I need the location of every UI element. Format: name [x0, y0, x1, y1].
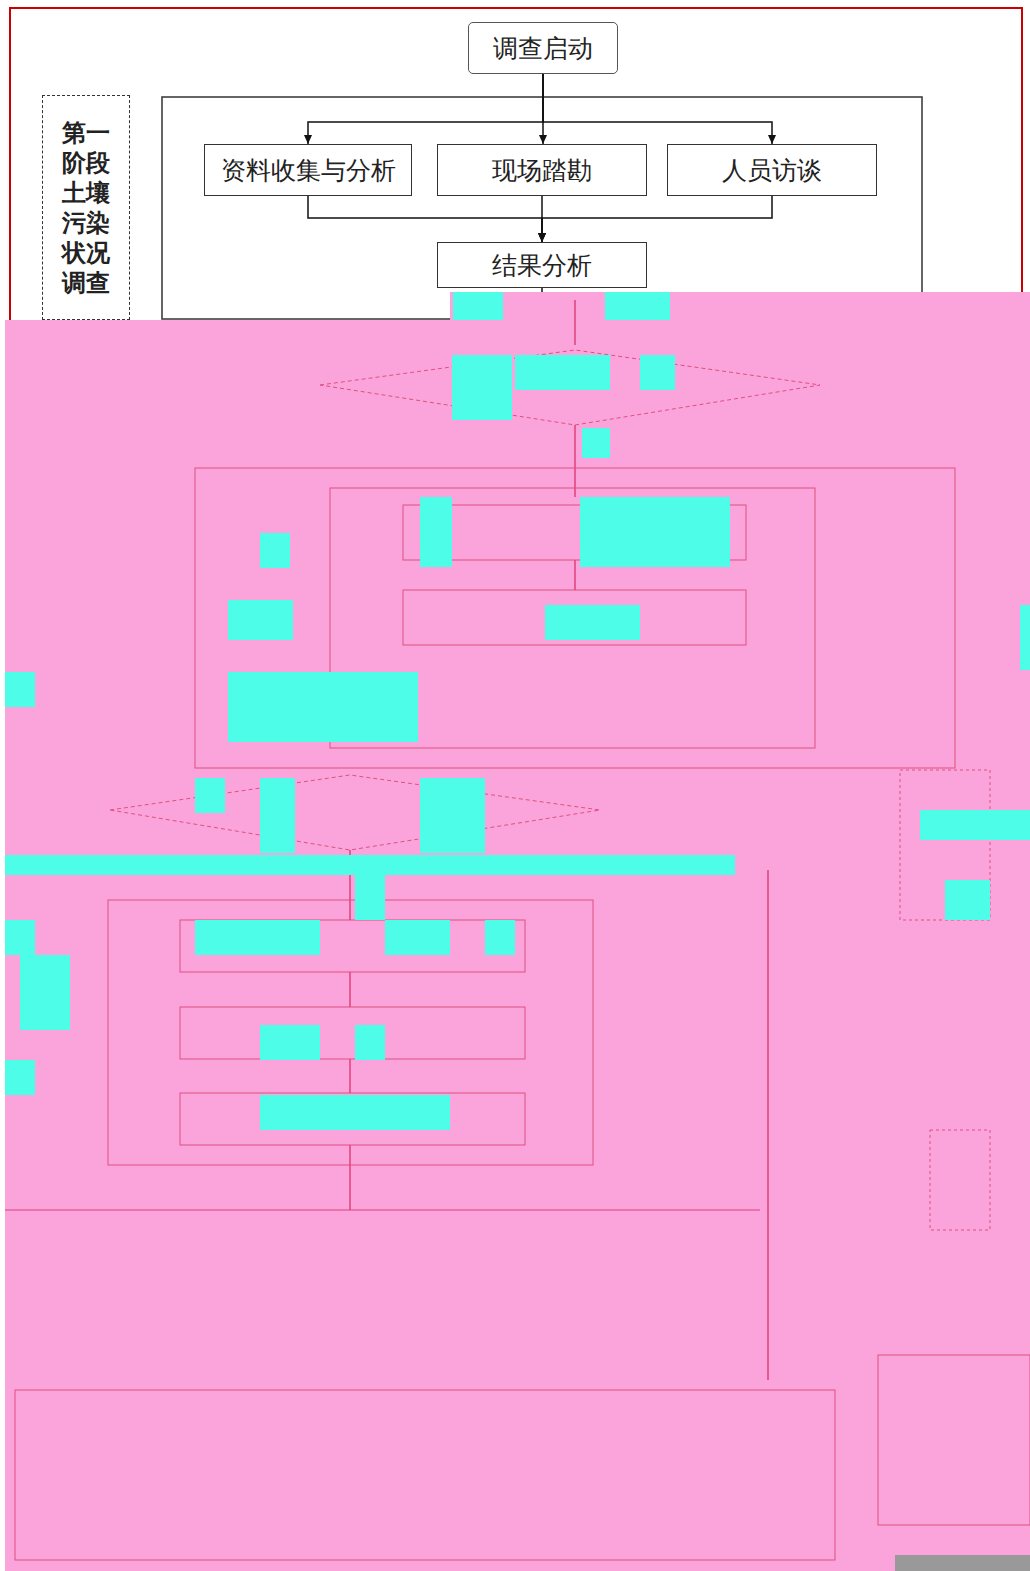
node-text: 调查启动 [493, 32, 593, 65]
node-text: 资料收集与分析 [221, 154, 396, 187]
process-box: 结果分析 [437, 242, 647, 288]
node-text: 结果分析 [492, 249, 592, 282]
flow-arrow [542, 196, 772, 242]
process-box: 调查启动 [468, 22, 618, 74]
process-box: 资料收集与分析 [204, 144, 412, 196]
process-box: 人员访谈 [667, 144, 877, 196]
node-text: 现场踏勘 [492, 154, 592, 187]
node-text: 第一阶段土壤污染状况调查 [62, 118, 110, 298]
process-box: 现场踏勘 [437, 144, 647, 196]
flow-arrow [308, 196, 542, 242]
flow-arrow [308, 74, 543, 144]
flow-line [541, 288, 543, 292]
flow-arrow [543, 74, 772, 144]
stage-container [162, 97, 922, 319]
node-text: 人员访谈 [722, 154, 822, 187]
stage-label-box: 第一阶段土壤污染状况调查 [42, 95, 130, 320]
corrupted-overlay [5, 292, 1030, 1571]
